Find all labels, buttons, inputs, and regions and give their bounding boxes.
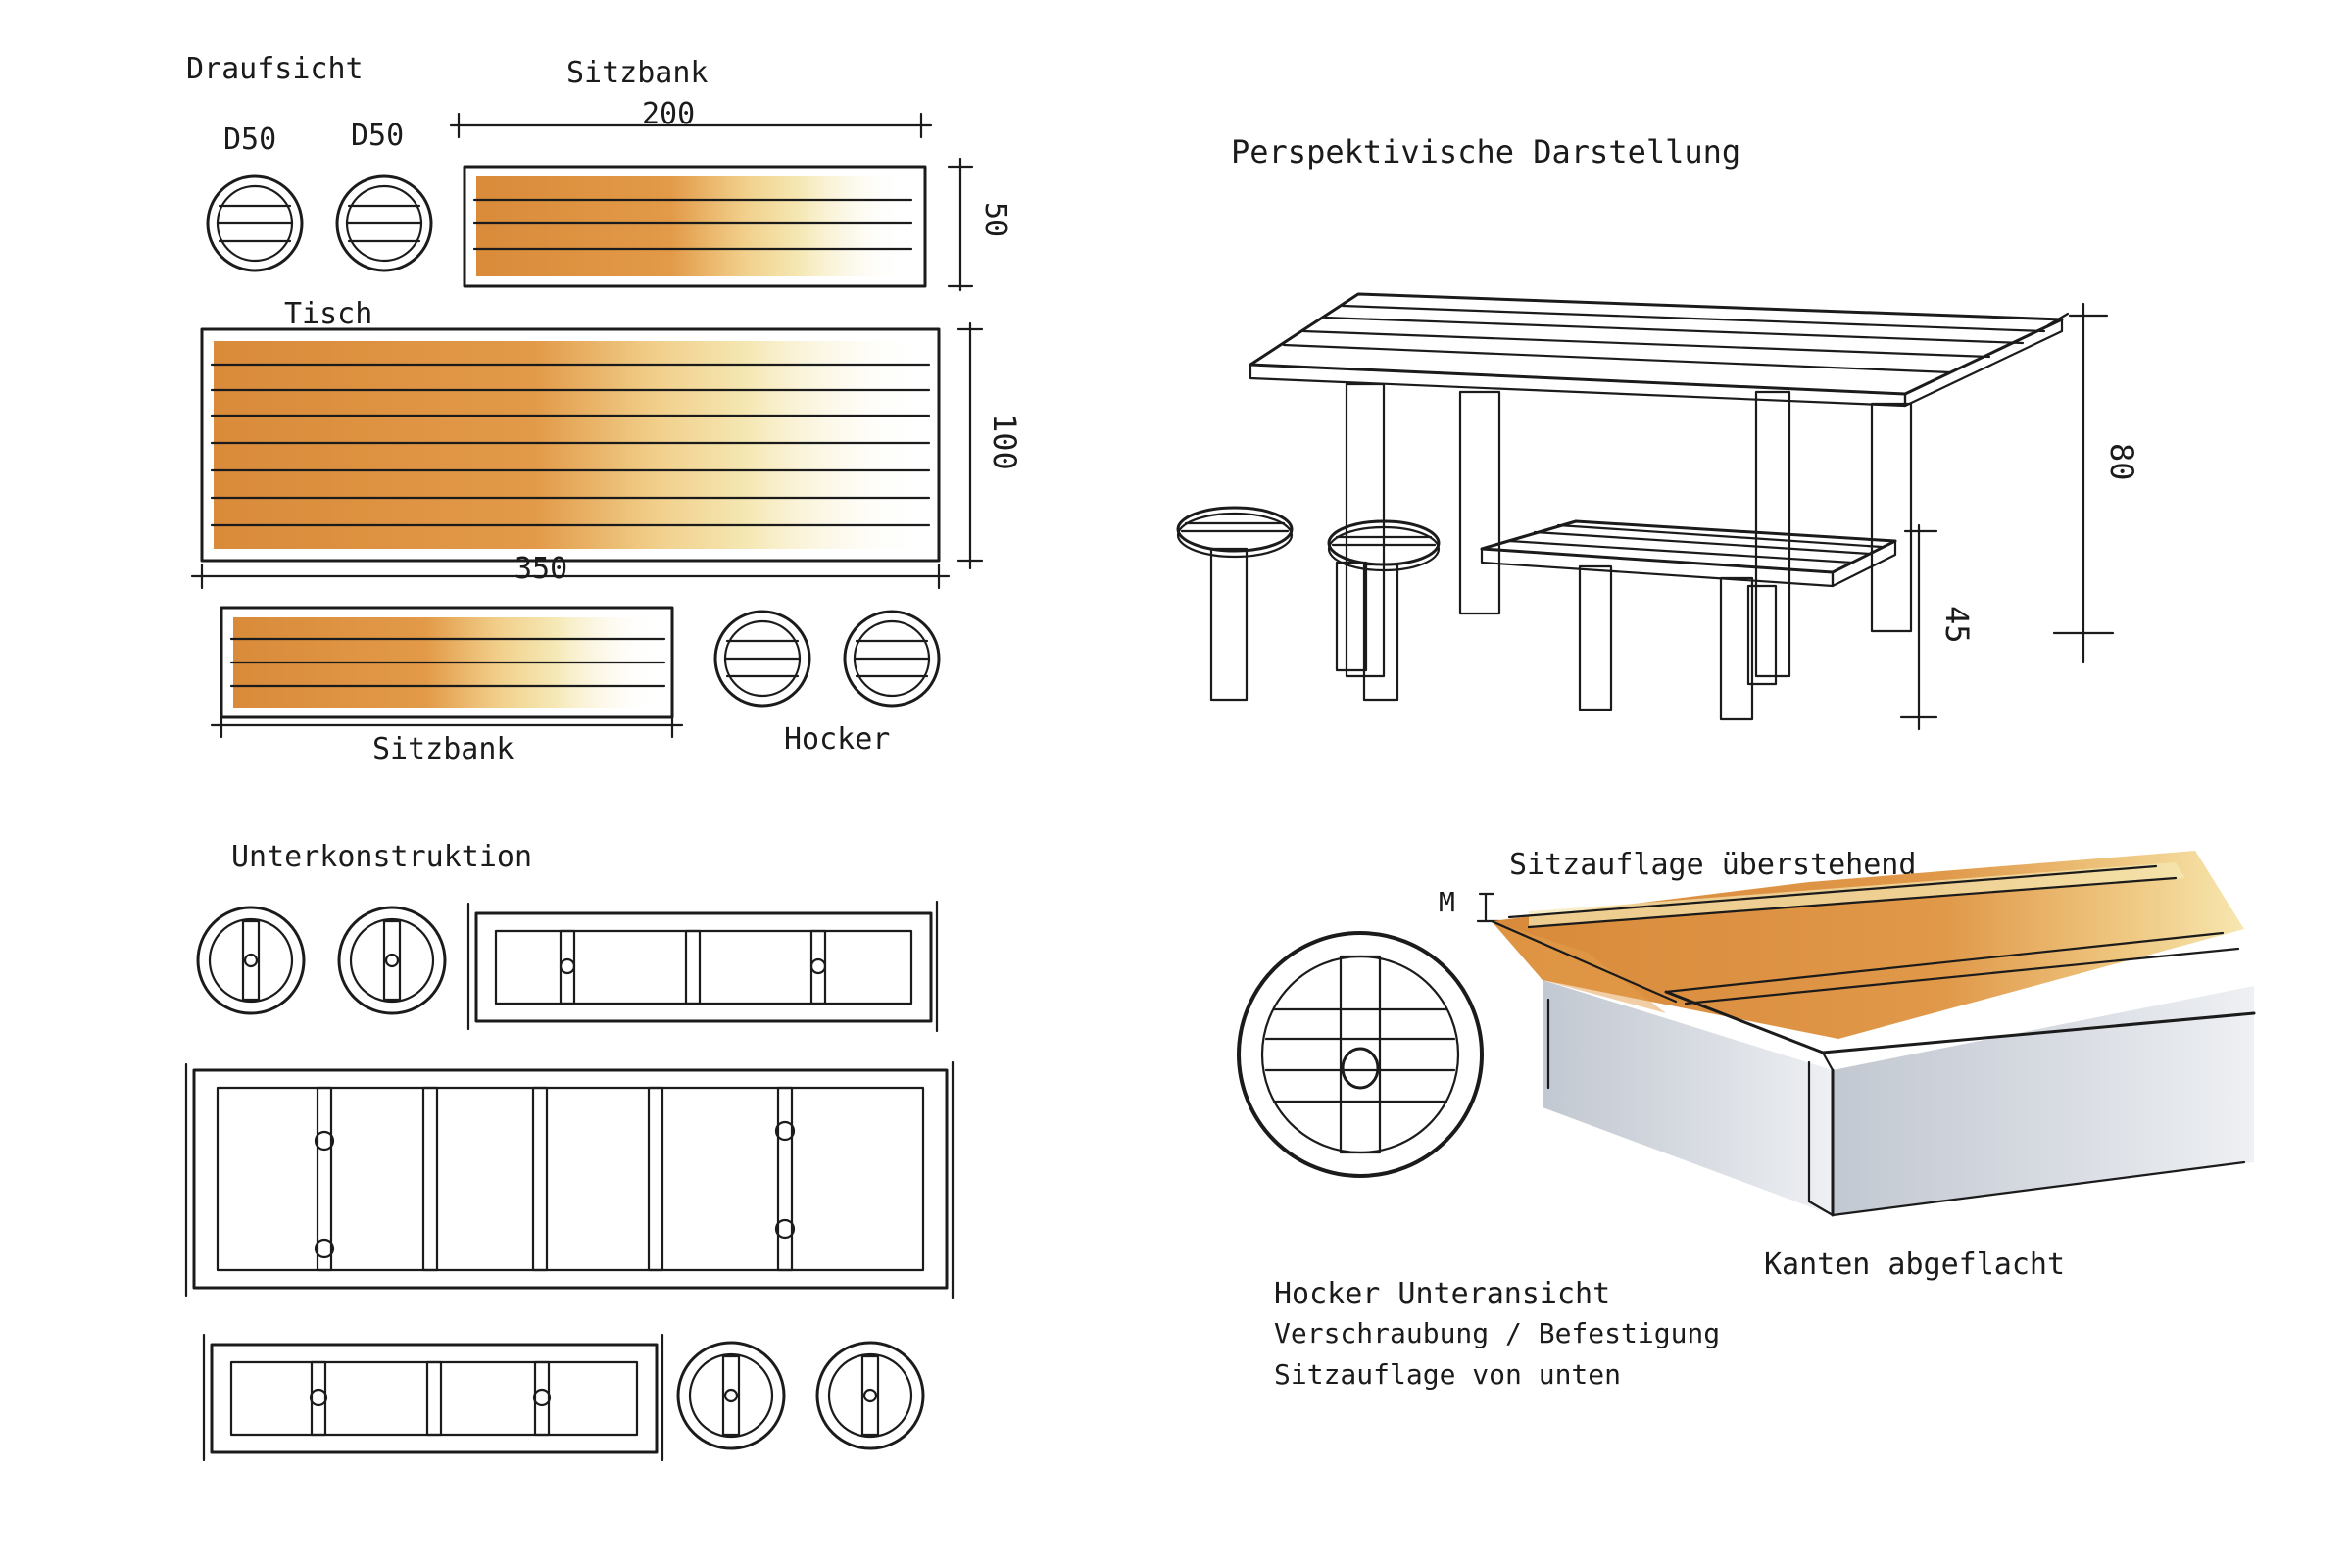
stool-frame-1 — [196, 906, 306, 1015]
stool-perspective-2 — [1327, 519, 1441, 702]
perspective-section: Perspektivische Darstellung — [1176, 133, 2140, 731]
label-dim-m: M — [1439, 886, 1455, 918]
bench-frame-lower — [202, 1333, 664, 1462]
label-sitzbank-bottom: Sitzbank — [372, 732, 514, 766]
dim-45: 45 — [1938, 606, 1976, 644]
label-perspektive: Perspektivische Darstellung — [1231, 133, 1740, 171]
stool-top-view-3 — [713, 610, 811, 708]
detail-section: Sitzauflage überstehend M — [1237, 848, 2256, 1391]
stool-top-view-4 — [843, 610, 941, 708]
label-sitzauflage: Sitzauflage überstehend — [1509, 848, 1916, 882]
dim-200: 200 — [642, 97, 695, 131]
label-verschraubung: Verschraubung / Befestigung — [1274, 1317, 1720, 1349]
label-d50-a: D50 — [223, 122, 276, 157]
table-frame — [184, 1060, 955, 1299]
label-draufsicht: Draufsicht — [186, 52, 364, 86]
stool-frame-2 — [337, 906, 447, 1015]
label-unterkonstruktion: Unterkonstruktion — [231, 840, 532, 874]
table-top-view: Tisch 100 350 — [190, 297, 1023, 590]
bench-frame-upper — [466, 900, 939, 1033]
edge-detail — [1490, 851, 2256, 1217]
bench-top-view-upper: 200 50 — [449, 97, 1012, 292]
dim-50: 50 — [978, 202, 1012, 237]
label-hocker-unteransicht: Hocker Unteransicht — [1274, 1277, 1610, 1311]
stool-underside — [1237, 931, 1484, 1178]
label-d50-b: D50 — [351, 119, 404, 153]
dim-350: 350 — [514, 552, 567, 586]
bench-perspective — [1480, 519, 1897, 721]
table-perspective — [1249, 292, 2070, 678]
label-sitzbank-top: Sitzbank — [566, 56, 709, 90]
stool-frame-4 — [815, 1341, 925, 1450]
top-view-section: Draufsicht Sitzbank D50 D50 200 — [186, 52, 1023, 766]
dimension-45: 45 — [1899, 523, 1976, 731]
label-sitzauflage-unten: Sitzauflage von unten — [1274, 1358, 1621, 1391]
label-hocker: Hocker — [784, 722, 890, 757]
substructure-section: Unterkonstruktion — [184, 840, 955, 1462]
label-tisch: Tisch — [284, 297, 372, 331]
stool-perspective-1 — [1176, 506, 1294, 702]
stool-top-view-1 — [206, 174, 304, 272]
bench-top-view-lower: Sitzbank — [210, 606, 684, 766]
dim-100: 100 — [986, 414, 1023, 470]
dim-80: 80 — [2103, 443, 2140, 481]
stool-top-view-2 — [335, 174, 433, 272]
dimension-80: 80 — [2052, 302, 2140, 664]
stool-frame-3 — [676, 1341, 786, 1450]
label-kanten: Kanten abgeflacht — [1764, 1248, 2065, 1282]
